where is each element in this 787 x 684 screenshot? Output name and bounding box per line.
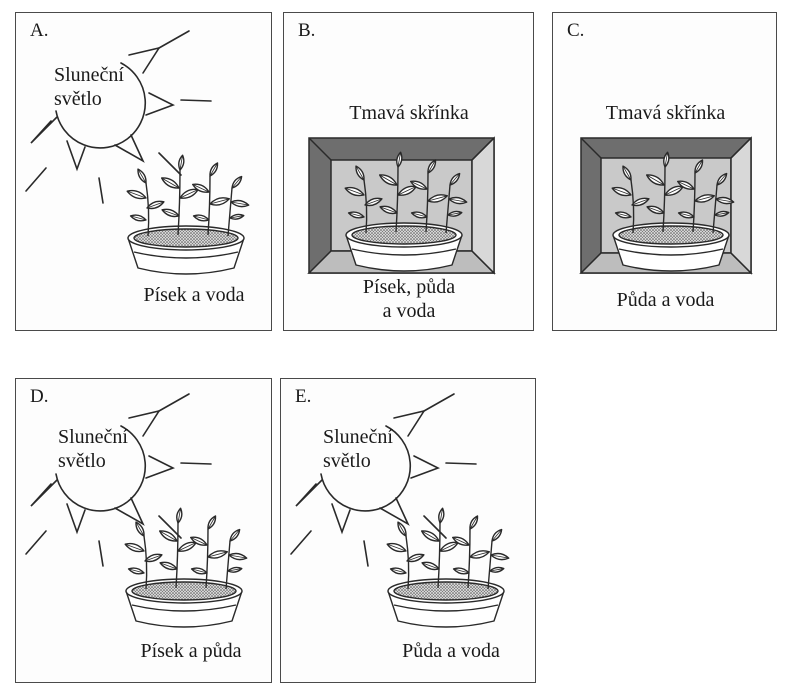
soil-label: Půda a voda: [402, 640, 500, 662]
plant-pot-icon: [126, 154, 250, 275]
soil-label: Písek a voda: [143, 284, 245, 306]
panel-c: C. Tmavá skřínka Půda a voda: [552, 12, 777, 331]
sun-icon: [290, 393, 477, 567]
panel-letter: D.: [30, 386, 49, 407]
soil-label: Půda a voda: [616, 289, 715, 311]
panel-letter: A.: [30, 20, 49, 41]
sun-icon: [25, 30, 212, 204]
panel-letter: B.: [298, 20, 316, 41]
panel-letter: E.: [295, 386, 312, 407]
panel-letter: C.: [567, 20, 585, 41]
dark-box-label: Tmavá skřínka: [605, 102, 726, 124]
plant-pot-icon: [611, 151, 735, 272]
soil-label: Písek a půda: [140, 640, 242, 662]
plant-pot-icon: [344, 151, 468, 272]
dark-box-label: Tmavá skřínka: [349, 102, 469, 124]
plant-pot-icon: [386, 507, 510, 628]
sun-icon: [25, 393, 212, 567]
plant-pot-icon: [124, 507, 248, 628]
